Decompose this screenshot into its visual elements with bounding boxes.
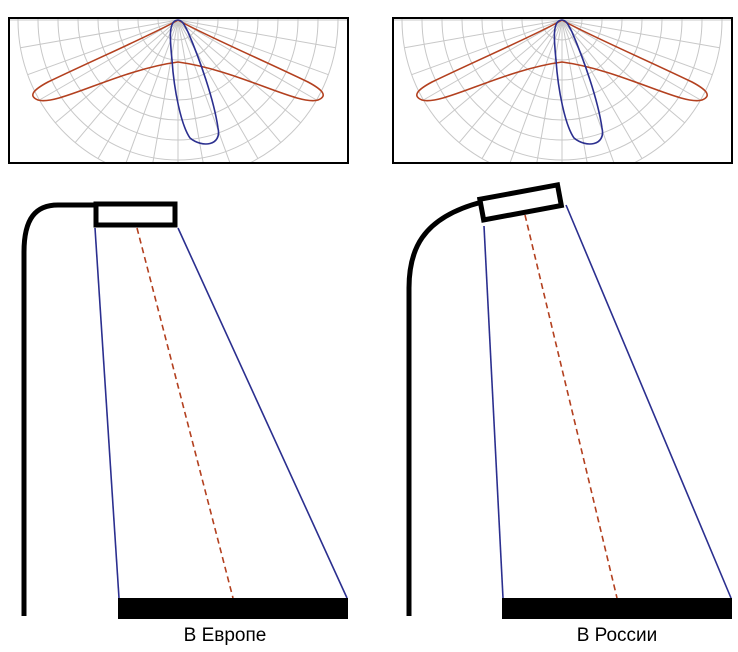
road-surface-russia [502, 598, 732, 619]
beam-axis-russia [524, 214, 618, 599]
polar-frame-russia [392, 17, 733, 164]
road-surface-europe [118, 598, 348, 619]
lamp-pole-europe [21, 202, 96, 616]
street-lamp-russia [406, 181, 732, 619]
polar-diagram-europe [8, 17, 349, 164]
luminaire-europe [93, 201, 178, 228]
beam-right-edge-europe [177, 227, 348, 599]
caption-russia: В России [576, 625, 658, 646]
polar-grid-europe [9, 18, 348, 163]
beam-right-edge-russia [565, 204, 732, 599]
polar-diagram-russia [392, 17, 733, 164]
beam-axis-europe [136, 227, 234, 599]
lamp-pole-russia [406, 199, 483, 616]
caption-europe: В Европе [183, 625, 267, 646]
luminaire-russia [476, 181, 565, 223]
beam-left-edge-russia [483, 225, 504, 599]
street-lamp-europe [21, 201, 348, 619]
beam-left-edge-europe [94, 227, 120, 599]
polar-frame-europe [8, 17, 349, 164]
polar-grid-russia [393, 18, 732, 163]
